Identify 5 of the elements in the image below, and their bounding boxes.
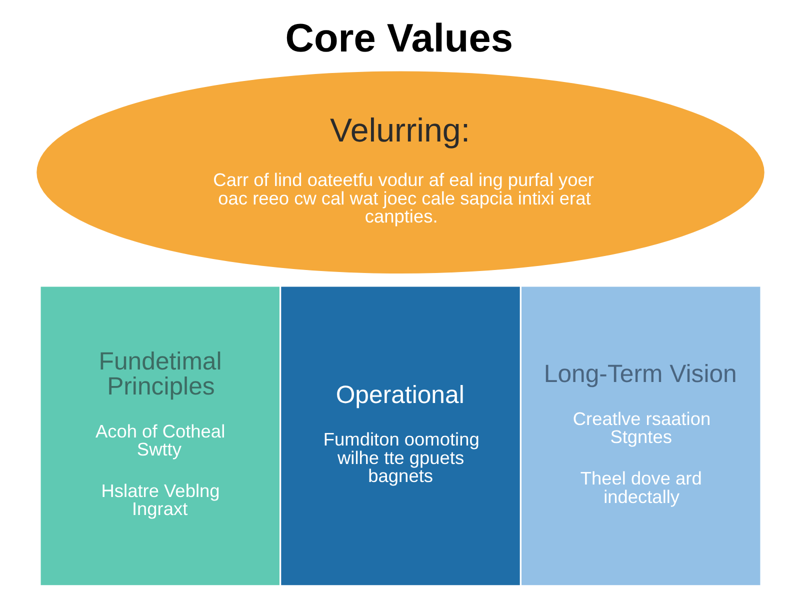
node-box: Fundetimal Principles Acoh of Cotheal Swtty Hslatre Veblng Ingraxt bbox=[40, 286, 279, 586]
diagram-title: Core Values bbox=[284, 16, 512, 61]
node-box: Long-Term Vision Creatlve rsaation Stgntes Theel dove ard indectally bbox=[521, 286, 760, 586]
node-ellipse: Velurring: Carr of lind oateetfu vodur af eal ing purfal yoer oac reeo cw cal wat joec cale sapcia intixi erat canpties. bbox=[36, 71, 764, 274]
node-box: Operational Fumditon oomoting wilhe tte gpuets bagnets bbox=[280, 286, 520, 586]
